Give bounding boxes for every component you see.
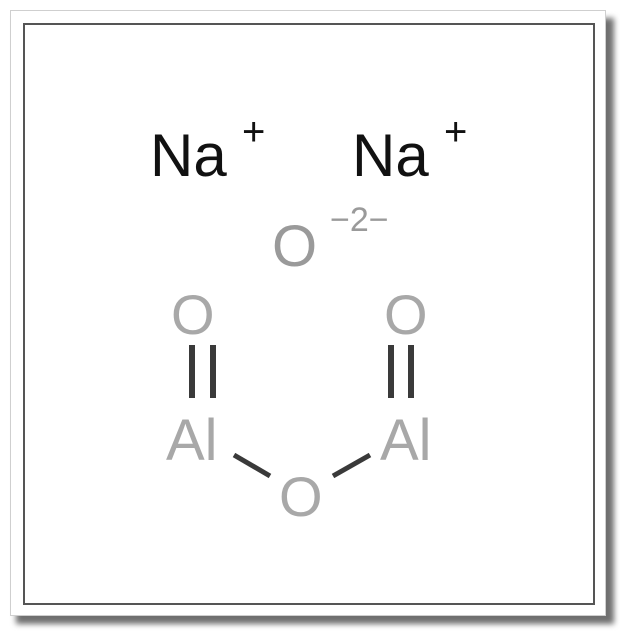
aluminum-atom-left: Al: [166, 408, 218, 473]
single-bond-right: [331, 452, 372, 479]
structure-canvas: [23, 23, 595, 605]
oxo-oxygen-left: O: [171, 283, 215, 346]
oxo-oxygen-right: O: [384, 283, 428, 346]
sodium-ion-right-symbol: Na: [352, 122, 429, 189]
oxide-ion-symbol: O: [272, 214, 317, 279]
sodium-ion-left-symbol: Na: [150, 122, 227, 189]
sodium-ion-left-charge: +: [242, 110, 265, 154]
sodium-ion-right-charge: +: [444, 110, 467, 154]
single-bond-left: [232, 452, 272, 479]
oxide-ion-charge: −2−: [330, 201, 389, 239]
bridging-oxygen: O: [279, 465, 323, 528]
aluminum-atom-right: Al: [380, 408, 432, 473]
image-frame: [10, 10, 606, 616]
